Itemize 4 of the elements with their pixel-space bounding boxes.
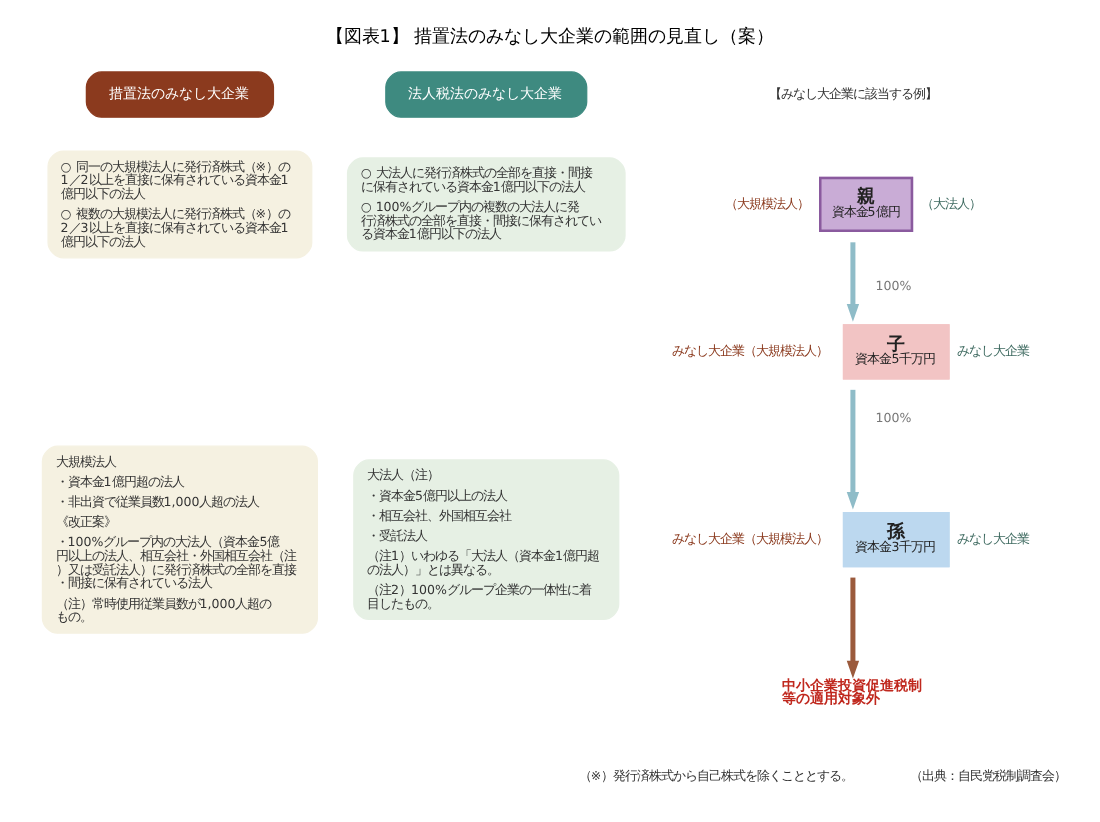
- arrow: [846, 389, 860, 510]
- arrow: [846, 577, 860, 679]
- diagram-title: 【図表1】 措置法のみなし大企業の範囲の見直し（案）: [325, 28, 775, 49]
- arrow: [846, 242, 860, 322]
